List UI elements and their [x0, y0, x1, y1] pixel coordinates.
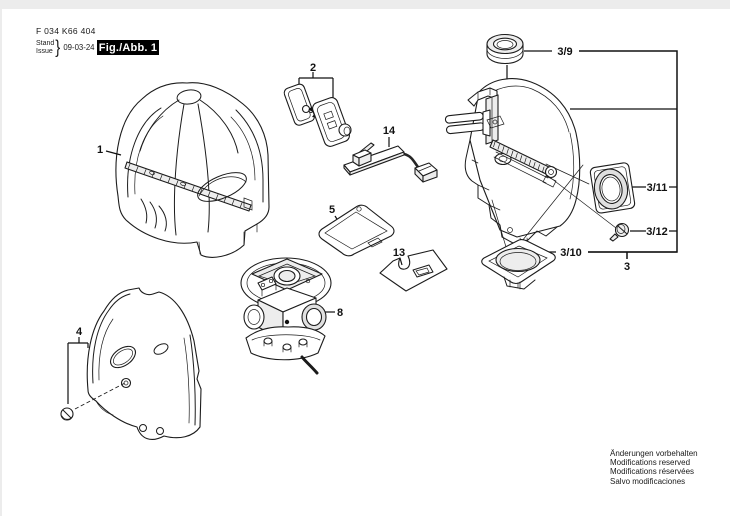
- part-3-chassis-assembly: [444, 33, 678, 290]
- part-3-12-screw: [609, 222, 677, 242]
- part-2-switch-set: [283, 72, 352, 147]
- part-5-battery-cover: [318, 204, 395, 257]
- callout-labels: 1 2 14 5 13 8 4 3/9 3/11 3/12 3/10 3: [76, 46, 668, 338]
- callout-8: 8: [337, 307, 343, 319]
- part-4-rear-housing: [60, 287, 202, 440]
- notice-fr: Modifications réservées: [610, 467, 695, 477]
- notice-en: Modifications reserved: [610, 458, 691, 468]
- part-14-switch-board: [343, 137, 438, 183]
- part-8-laser-turret: [240, 257, 335, 375]
- callout-5: 5: [329, 204, 335, 216]
- notice-de: Änderungen vorbehalten: [610, 449, 698, 458]
- callout-2: 2: [310, 62, 316, 74]
- issue-date: 09-03-24: [63, 43, 95, 52]
- part-3-11-lens-flange: [589, 162, 677, 214]
- page-edge-top: [0, 0, 730, 9]
- callout-1: 1: [97, 144, 103, 156]
- part-1-front-housing: [115, 82, 270, 258]
- leader-1: [105, 150, 122, 156]
- modifications-notice: Änderungen vorbehalten Modifications res…: [610, 449, 698, 486]
- part-13-sheet: [379, 249, 448, 292]
- group-3-bracket: [579, 50, 678, 253]
- issue-labels: Stand Issue: [36, 40, 54, 55]
- callout-3: 3: [624, 261, 630, 273]
- part-3-10-lens-dish: [481, 239, 677, 290]
- page-edge-left: [0, 0, 2, 516]
- callout-13: 13: [393, 247, 405, 259]
- stand-label: Stand: [36, 40, 55, 48]
- callout-3-10: 3/10: [560, 247, 581, 259]
- callout-3-12: 3/12: [646, 226, 667, 238]
- part-3-9-grommet: [486, 33, 552, 128]
- part-3-chassis-frame: [444, 78, 584, 248]
- part-number: F 034 K66 404: [36, 26, 96, 36]
- callout-3-11: 3/11: [647, 182, 668, 194]
- callout-14: 14: [383, 125, 396, 137]
- issue-label: Issue: [36, 47, 53, 55]
- callout-3-9: 3/9: [557, 46, 572, 58]
- callout-4: 4: [76, 326, 83, 338]
- brace-glyph: }: [55, 36, 61, 59]
- notice-es: Salvo modificaciones: [610, 476, 686, 486]
- issue-row: Stand Issue } 09-03-24: [36, 36, 95, 59]
- figure-label-box: Fig./Abb. 1: [97, 40, 159, 55]
